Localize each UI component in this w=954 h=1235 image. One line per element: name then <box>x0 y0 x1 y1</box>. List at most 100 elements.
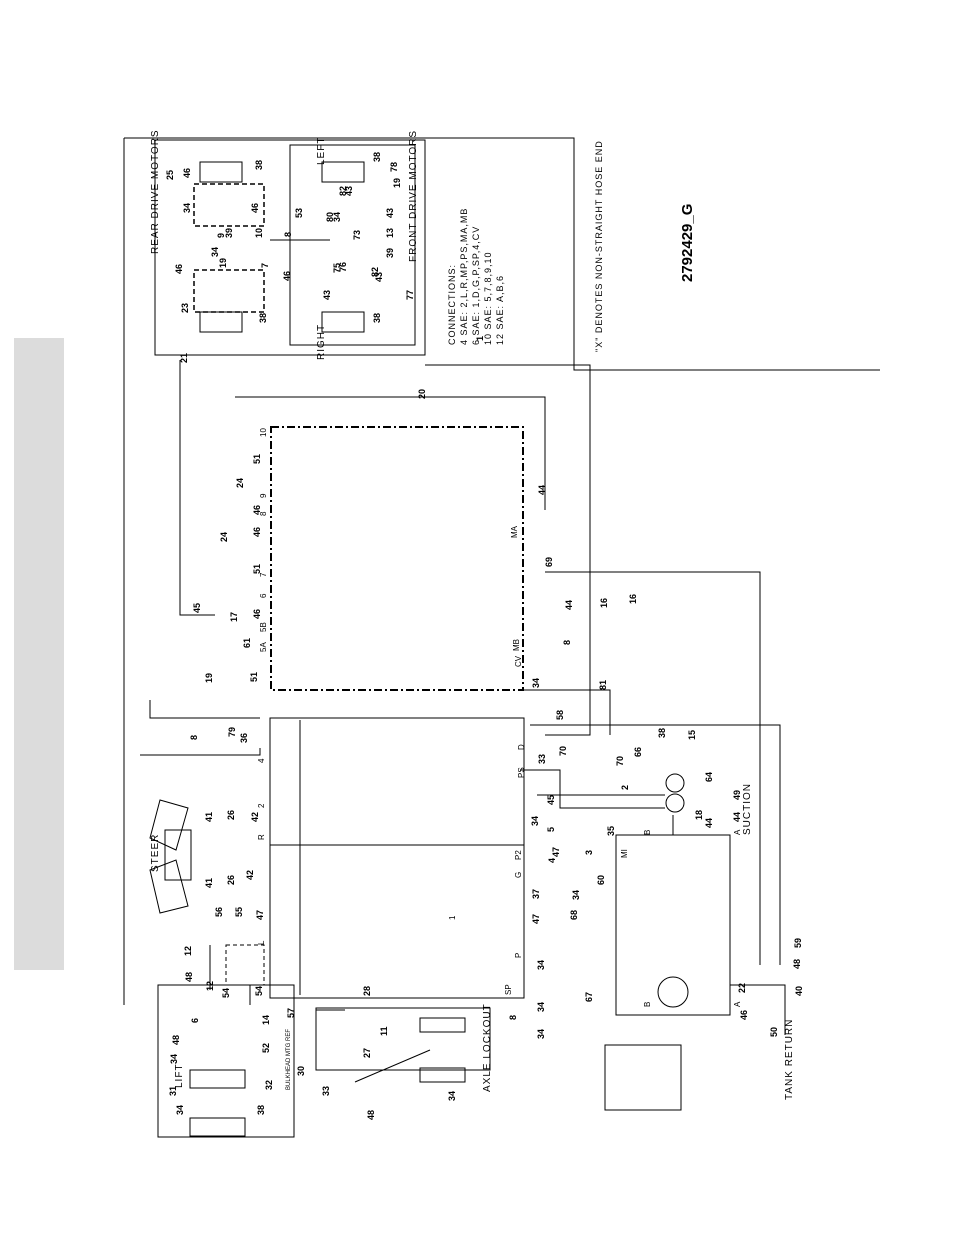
callout-79: 79 <box>227 727 237 737</box>
callout-34: 34 <box>182 203 192 213</box>
label-steer: STEER <box>150 834 161 872</box>
hose-11 <box>354 1049 431 1083</box>
hose-70 <box>520 769 665 809</box>
label-lift: LIFT <box>174 1063 185 1088</box>
callout-33: 33 <box>321 1086 331 1096</box>
callout-34: 34 <box>332 212 342 222</box>
port-label-MA: MA <box>510 525 519 538</box>
callout-20: 20 <box>417 389 427 399</box>
drawing-number: 2792429_G <box>679 204 696 282</box>
port-label-2: 2 <box>257 803 266 808</box>
callout-8: 8 <box>562 640 572 645</box>
callout-34: 34 <box>536 1002 546 1012</box>
port-label-9: 9 <box>259 493 268 498</box>
port-label-6: 6 <box>259 593 268 598</box>
port-label-SP: SP <box>504 984 513 995</box>
callout-26: 26 <box>226 810 236 820</box>
rear-tire-bottom <box>199 311 243 333</box>
callout-47: 47 <box>255 910 265 920</box>
callout-70: 70 <box>558 746 568 756</box>
label-front-drive-motors: FRONT DRIVE MOTORS <box>408 130 419 262</box>
callout-34: 34 <box>531 678 541 688</box>
callout-60: 60 <box>596 875 606 885</box>
callout-31: 31 <box>168 1086 178 1096</box>
callout-42: 42 <box>250 812 260 822</box>
port-label-R: R <box>257 834 266 840</box>
callout-34: 34 <box>536 960 546 970</box>
callout-5: 5 <box>546 827 556 832</box>
lockout-cylinder-lower <box>419 1067 466 1083</box>
callout-43: 43 <box>344 186 354 196</box>
hose-81 <box>520 689 611 735</box>
callout-48: 48 <box>171 1035 181 1045</box>
rear-motor-2-box <box>193 269 265 313</box>
port-label-5A: 5A <box>259 642 268 652</box>
outer-border-frame <box>124 137 880 371</box>
callout-14: 14 <box>261 1015 271 1025</box>
callout-2: 2 <box>620 785 630 790</box>
callout-34: 34 <box>571 890 581 900</box>
callout-52: 52 <box>261 1043 271 1053</box>
port-label-P2: P2 <box>514 850 523 860</box>
port-label-D: D <box>517 744 526 750</box>
callout-37: 37 <box>531 889 541 899</box>
callout-48: 48 <box>792 959 802 969</box>
label-left: LEFT <box>316 137 327 165</box>
callout-82: 82 <box>338 186 348 196</box>
callout-1: 1 <box>475 336 485 341</box>
callout-44: 44 <box>732 812 742 822</box>
callout-48: 48 <box>184 972 194 982</box>
callout-82: 82 <box>370 267 380 277</box>
callout-80: 80 <box>325 212 335 222</box>
port-label-A: A <box>733 1001 742 1007</box>
callout-10: 10 <box>254 228 264 238</box>
callout-56: 56 <box>214 907 224 917</box>
callout-57: 57 <box>286 1008 296 1018</box>
port-label-G: G <box>514 872 523 878</box>
callout-44: 44 <box>704 818 714 828</box>
connection-line-2: 6 SAE: 1,D,G,P,SP,4,CV <box>471 226 481 345</box>
callout-17: 17 <box>229 612 239 622</box>
callout-34: 34 <box>536 1029 546 1039</box>
callout-47: 47 <box>551 847 561 857</box>
callout-34: 34 <box>447 1091 457 1101</box>
callout-34: 34 <box>169 1054 179 1064</box>
port-label-5B: 5B <box>259 622 268 632</box>
rear-motor-1-box <box>193 183 265 227</box>
callout-81: 81 <box>598 680 608 690</box>
lift-valve-box <box>225 944 265 986</box>
hose-note: "X" DENOTES NON-STRAIGHT HOSE END <box>594 140 604 352</box>
callout-54: 54 <box>221 988 231 998</box>
callout-34: 34 <box>175 1105 185 1115</box>
axle-lockout-frame <box>315 1007 491 1071</box>
label-rear-drive-motors: REAR DRIVE MOTORS <box>150 129 161 254</box>
callout-42: 42 <box>245 870 255 880</box>
callout-21: 21 <box>179 353 189 363</box>
callout-44: 44 <box>564 600 574 610</box>
callout-25: 25 <box>165 170 175 180</box>
connection-line-1: 4 SAE: 2,L,R,MP,PS,MA,MB <box>459 208 469 345</box>
callout-38: 38 <box>372 313 382 323</box>
hose-1 <box>425 364 591 736</box>
callout-12: 12 <box>205 981 215 991</box>
connection-line-4: 12 SAE: A,B,6 <box>495 275 505 345</box>
callout-76: 76 <box>338 262 348 272</box>
callout-19: 19 <box>392 178 402 188</box>
port-label-MI: MI <box>620 849 629 858</box>
callout-6: 6 <box>190 1018 200 1023</box>
callout-46: 46 <box>174 264 184 274</box>
callout-32: 32 <box>264 1080 274 1090</box>
callout-77: 77 <box>405 290 415 300</box>
callout-68: 68 <box>569 910 579 920</box>
callout-70: 70 <box>615 756 625 766</box>
callout-35: 35 <box>606 826 616 836</box>
callout-33: 33 <box>537 754 547 764</box>
drive-motor-frame <box>154 139 426 356</box>
callout-7: 7 <box>260 263 270 268</box>
label-bulkhead: BULKHEAD MTG REF <box>286 1029 292 1090</box>
callout-19: 19 <box>204 673 214 683</box>
port-label-B: B <box>643 830 652 835</box>
callout-78: 78 <box>389 162 399 172</box>
port-label-A: A <box>733 829 742 835</box>
